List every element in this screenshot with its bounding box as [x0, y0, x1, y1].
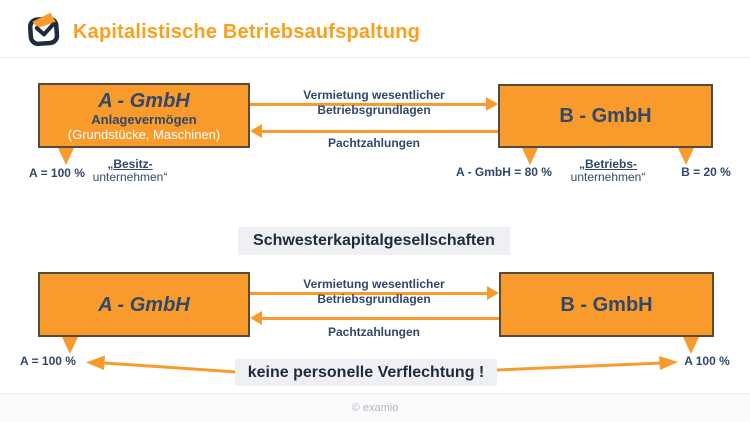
arrowhead-right-icon — [486, 97, 498, 111]
share-b-label-top: B = 20 % — [681, 165, 731, 179]
company-a-name: A - GmbH — [98, 293, 190, 316]
company-a-name: A - GmbH — [98, 89, 190, 112]
company-box-b-bottom: B - GmbH — [499, 272, 714, 337]
company-box-a-top: A - GmbH Anlagevermögen (Grundstücke, Ma… — [38, 83, 250, 148]
ownership-arrow-a-bottom-icon — [62, 337, 78, 354]
footer-background — [0, 394, 750, 422]
share-a-label-top: A = 100 % — [29, 166, 85, 180]
ownership-arrow-b-top-icon — [678, 148, 694, 165]
ownership-arrow-agmbh-top-icon — [522, 148, 538, 165]
company-a-assets: Anlagevermögen — [91, 111, 197, 127]
company-a-assets-detail: (Grundstücke, Maschinen) — [67, 126, 221, 142]
lease-payment-arrow-top — [250, 124, 498, 138]
examio-logo-icon — [27, 12, 60, 47]
arrowhead-left-icon — [250, 311, 262, 325]
no-personnel-link-band: keine personelle Verflechtung ! — [235, 359, 497, 386]
company-box-a-bottom: A - GmbH — [38, 272, 250, 337]
footer-divider — [0, 393, 750, 394]
arrowhead-right-icon — [487, 286, 499, 300]
rental-label-top: Vermietung wesentlicher Betriebsgrundlag… — [303, 88, 445, 117]
share-a-label-bottom-right: A 100 % — [684, 354, 730, 368]
rental-label-bottom: Vermietung wesentlicher Betriebsgrundlag… — [303, 277, 445, 306]
betriebsunternehmen-label: „Betriebs- unternehmen“ — [570, 157, 646, 184]
page-title: Kapitalistische Betriebsaufspaltung — [73, 21, 421, 43]
share-a-label-bottom: A = 100 % — [20, 354, 76, 368]
rental-arrow-bottom — [250, 286, 499, 300]
arrowhead-left-icon — [250, 124, 262, 138]
copyright-label: © examio — [351, 402, 399, 414]
lease-payment-arrow-bottom — [250, 311, 499, 325]
header-divider — [0, 57, 750, 58]
besitzunternehmen-label: „Besitz- unternehmen“ — [92, 157, 168, 184]
lease-payment-label-bottom: Pachtzahlungen — [327, 325, 421, 339]
ownership-arrow-a-top-icon — [58, 148, 74, 165]
rental-arrow-top — [250, 97, 498, 111]
company-b-name: B - GmbH — [559, 105, 652, 127]
sister-companies-band: Schwesterkapitalgesellschaften — [238, 227, 510, 255]
share-agmbh-label-top: A - GmbH = 80 % — [456, 165, 552, 179]
company-b-name: B - GmbH — [560, 293, 653, 316]
ownership-arrow-b-bottom-icon — [683, 337, 699, 354]
lease-payment-label-top: Pachtzahlungen — [327, 136, 421, 150]
company-box-b-top: B - GmbH — [498, 84, 713, 148]
